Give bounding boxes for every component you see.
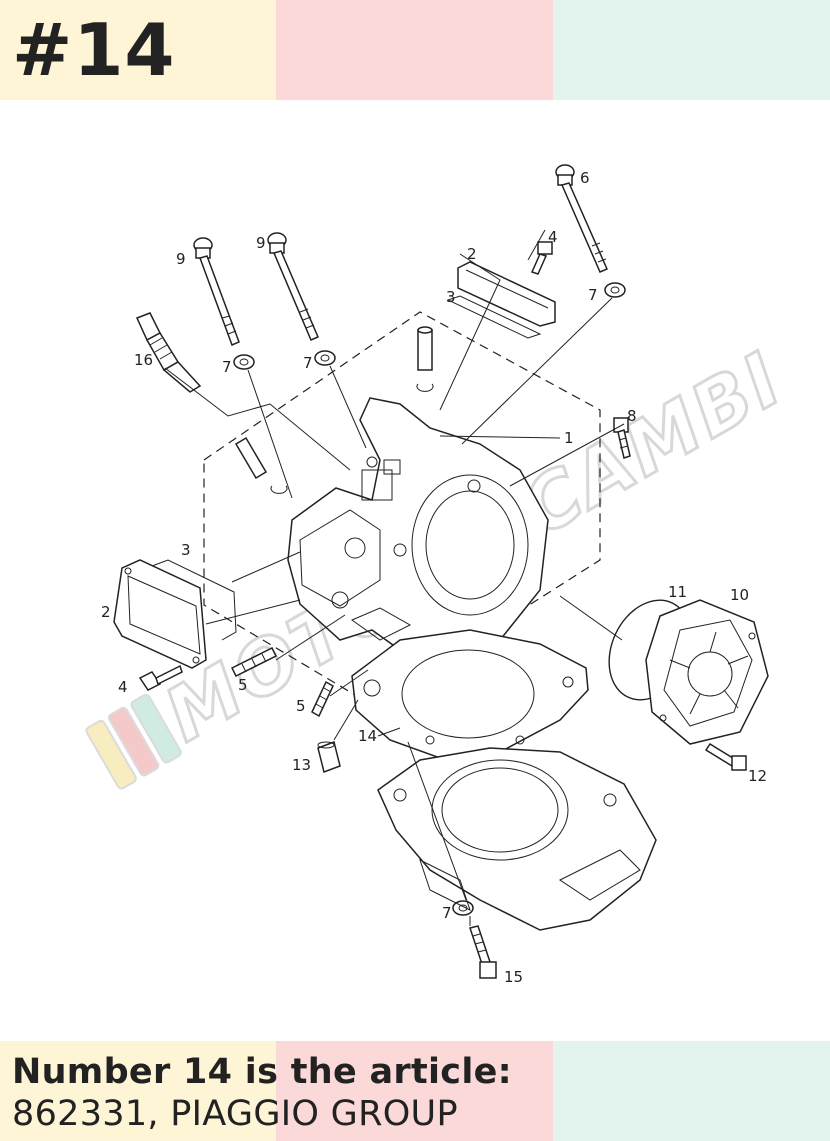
cylinder-head-1 xyxy=(287,397,549,663)
callout-13: 13 xyxy=(292,756,311,774)
callout-3-top: 3 xyxy=(446,288,456,306)
callout-5-a: 5 xyxy=(238,676,248,694)
callout-7-d: 7 xyxy=(442,904,452,922)
callout-12: 12 xyxy=(748,767,767,785)
side-cover-10 xyxy=(645,599,769,745)
head-bolt-9-a xyxy=(193,237,240,347)
callout-4-left: 4 xyxy=(118,678,128,696)
callout-1: 1 xyxy=(564,429,574,447)
callout-2-top: 2 xyxy=(467,245,477,263)
callout-6: 6 xyxy=(580,169,590,187)
callout-14: 14 xyxy=(358,727,377,745)
footer-band-mint xyxy=(553,1041,830,1141)
bolt-4-left xyxy=(138,664,183,691)
bolt-8 xyxy=(613,417,631,459)
leader-lines xyxy=(164,229,625,926)
exploded-parts-diagram: MOTORRICAMBI xyxy=(85,164,799,986)
spark-plug-16 xyxy=(135,312,202,393)
footer-band xyxy=(0,1041,830,1141)
bolt-15 xyxy=(469,925,497,979)
callout-10: 10 xyxy=(730,586,749,604)
valve-guide-top xyxy=(416,326,434,392)
valve-cover-left xyxy=(113,559,237,669)
article-caption: Number 14 is the article: 862331, PIAGGI… xyxy=(12,1050,512,1134)
valve-guide-left xyxy=(234,436,288,494)
callout-7-c: 7 xyxy=(588,286,598,304)
head-gasket-14 xyxy=(351,629,589,759)
header-band-yellow xyxy=(0,0,276,100)
callout-8: 8 xyxy=(627,407,637,425)
header-band-mint xyxy=(553,0,830,100)
callout-7-a: 7 xyxy=(222,358,232,376)
washer-7-c xyxy=(604,282,626,298)
cylinder-head-boundary xyxy=(203,311,601,706)
callout-5-b: 5 xyxy=(296,697,306,715)
washer-7-b xyxy=(314,350,336,366)
footer-band-pink xyxy=(276,1041,553,1141)
callout-9-b: 9 xyxy=(256,234,266,252)
washer-7-a xyxy=(233,354,255,370)
callout-15: 15 xyxy=(504,968,523,986)
callout-16: 16 xyxy=(134,351,153,369)
caption-heading: Number 14 is the article: xyxy=(12,1052,512,1092)
valve-cover-top xyxy=(446,261,556,339)
callout-labels: 1 2 2 3 3 4 4 5 5 6 7 7 7 7 8 9 9 10 11 … xyxy=(101,169,767,986)
item-number-badge: #14 xyxy=(12,8,176,92)
header-band-pink xyxy=(276,0,553,100)
callout-3-left: 3 xyxy=(181,541,191,559)
header-band xyxy=(0,0,830,100)
footer-band-yellow xyxy=(0,1041,276,1141)
callout-11: 11 xyxy=(668,583,687,601)
stud-5-a xyxy=(230,646,278,678)
callout-4-top: 4 xyxy=(548,228,558,246)
callout-2-left: 2 xyxy=(101,603,111,621)
dowel-13 xyxy=(317,741,341,773)
long-bolt-6 xyxy=(555,164,608,273)
cylinder-block xyxy=(377,747,657,931)
stud-5-b xyxy=(311,680,334,718)
head-bolt-9-b xyxy=(267,232,319,341)
caption-article-info: 862331, PIAGGIO GROUP xyxy=(12,1094,458,1134)
bolt-4-top xyxy=(530,241,553,275)
callout-9-a: 9 xyxy=(176,250,186,268)
callout-7-b: 7 xyxy=(303,354,313,372)
bolt-12 xyxy=(704,742,747,771)
